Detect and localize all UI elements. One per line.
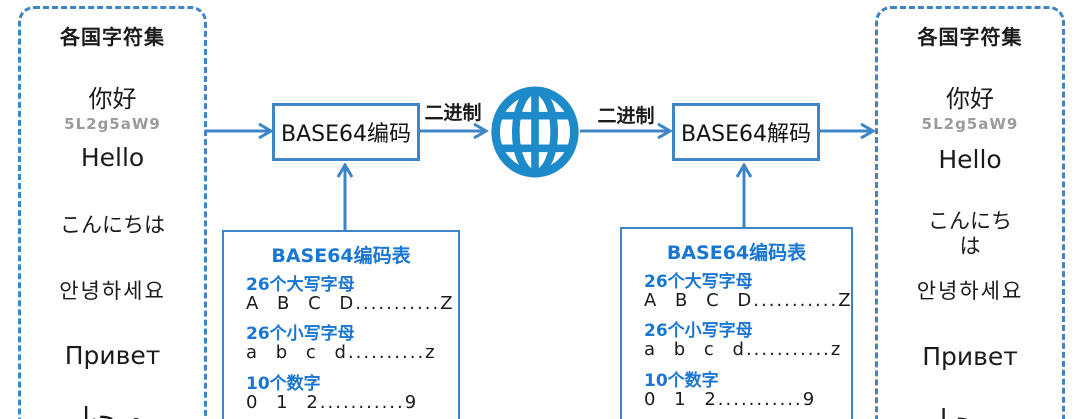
arrow-decode-to-charset (819, 122, 876, 140)
decode-table-lowercase-label: 26个小写字母 (644, 321, 753, 341)
charset-right-chinese: 你好 (946, 85, 994, 113)
encode-table-lowercase-label: 26个小写字母 (246, 324, 355, 344)
encode-table-uppercase-label: 26个大写字母 (246, 275, 355, 295)
charset-box-right: 各国字符集 你好 5L2g5aW9 Hello こんにちは 안녕하세요 Прив… (875, 6, 1065, 419)
charset-right-arabic: مرحبا (878, 405, 1062, 419)
charset-box-left: 各国字符集 你好 5L2g5aW9 Hello こんにちは 안녕하세요 Прив… (18, 6, 207, 419)
encode-table-digits-label: 10个数字 (246, 374, 321, 394)
decode-table-lowercase-value: a b c d...........z (644, 339, 843, 360)
charset-left-english: Hello (80, 143, 145, 172)
encode-table-title: BASE64编码表 (271, 245, 411, 267)
charset-left-chinese: 你好 (88, 85, 137, 113)
charset-right-korean: 안녕하세요 (916, 279, 1024, 303)
arrow-table-to-encode (336, 163, 354, 231)
encode-box: BASE64编码 (272, 103, 420, 161)
arrow-table-to-decode (735, 163, 753, 228)
decode-table-digits-label: 10个数字 (644, 371, 719, 391)
decode-table-digits-value: 0 1 2...........9 (644, 389, 817, 410)
decode-table-uppercase-value: A B C D...........Z (644, 290, 853, 311)
encode-table: BASE64编码表 26个大写字母 A B C D...........Z 26… (222, 230, 460, 419)
binary-label-right: 二进制 (597, 105, 655, 127)
decode-table-title: BASE64编码表 (666, 242, 807, 264)
charset-left-japanese: こんにちは (60, 213, 165, 237)
charset-right-english: Hello (938, 145, 1002, 174)
arrow-internet-to-decode (580, 122, 673, 140)
arrow-encode-to-internet (420, 122, 489, 140)
globe-internet-icon (491, 86, 579, 178)
charset-left-arabic: مرحبا (82, 403, 143, 419)
charset-right-russian: Привет (922, 342, 1018, 371)
charset-right-japanese: こんにちは (928, 209, 1012, 259)
charset-left-title: 各国字符集 (60, 25, 165, 49)
encode-table-uppercase-value: A B C D...........Z (246, 293, 455, 314)
charset-left-base64: 5L2g5aW9 (64, 115, 161, 133)
arrow-charset-to-encode (205, 122, 274, 140)
decode-table-uppercase-label: 26个大写字母 (644, 272, 753, 292)
decode-box-label: BASE64解码 (680, 122, 811, 147)
encode-table-lowercase-value: a b c d..........z (246, 342, 437, 363)
encode-box-label: BASE64编码 (280, 122, 411, 147)
decode-box: BASE64解码 (672, 103, 820, 161)
charset-left-korean: 안녕하세요 (59, 279, 166, 303)
charset-right-base64: 5L2g5aW9 (921, 115, 1019, 133)
decode-table: BASE64编码表 26个大写字母 A B C D...........Z 26… (620, 227, 853, 419)
charset-left-russian: Привет (64, 341, 161, 370)
charset-right-title: 各国字符集 (917, 25, 1023, 49)
binary-label-left: 二进制 (424, 102, 482, 124)
encode-table-digits-value: 0 1 2...........9 (246, 392, 419, 413)
